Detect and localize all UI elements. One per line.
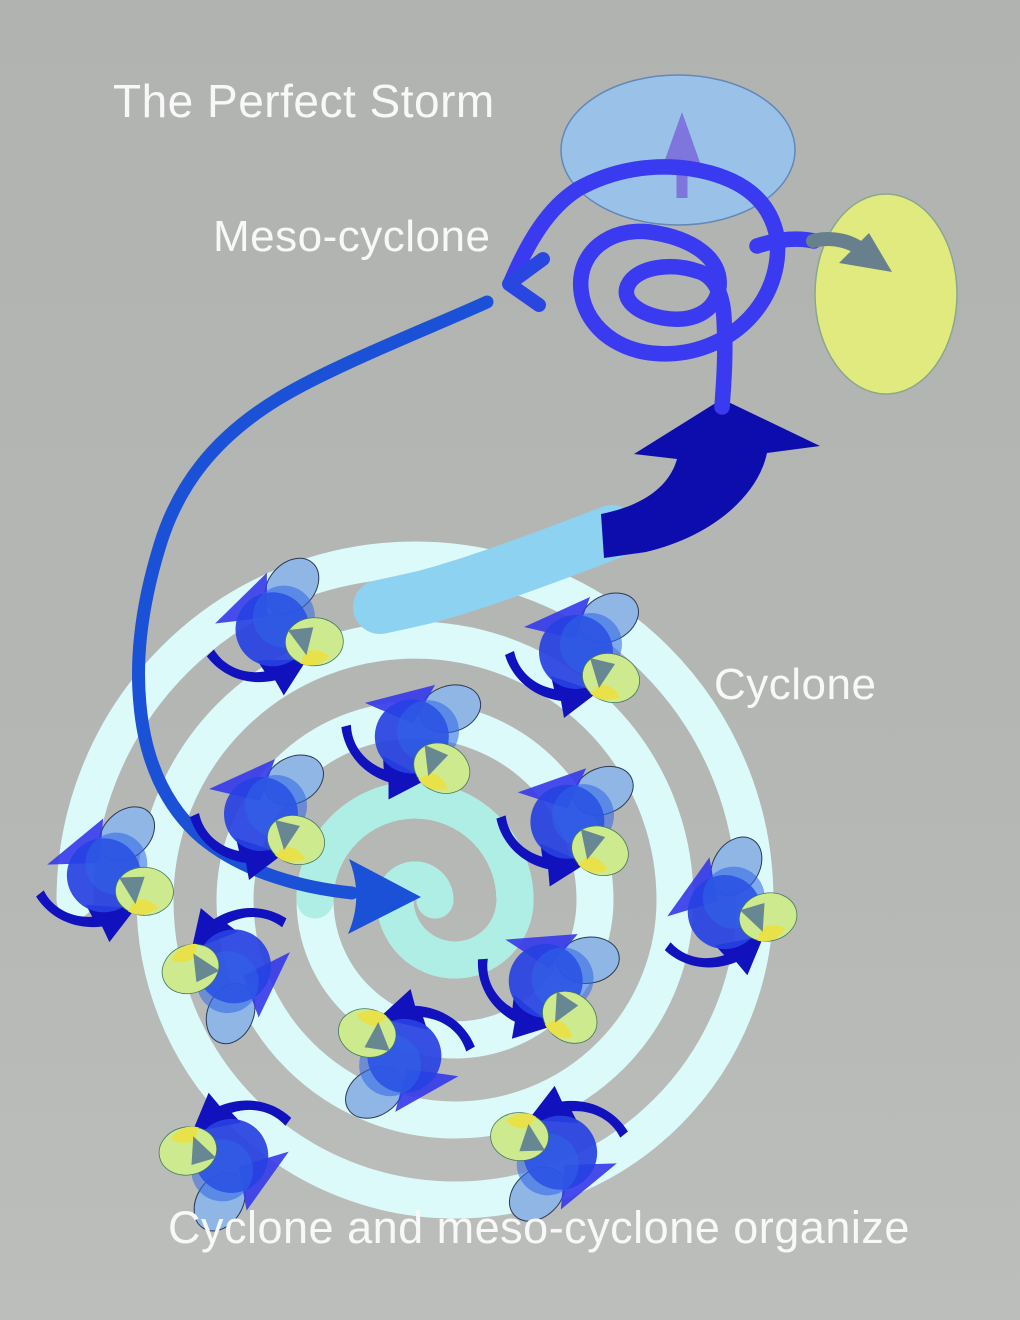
updraft-arrow-icon — [662, 112, 702, 198]
cyclone-spiral — [56, 541, 774, 1219]
loop-branch-to-warm-air — [749, 231, 822, 254]
moist-inflow-band — [353, 505, 639, 634]
cyclone-label: Cyclone — [714, 660, 877, 709]
spiral-core — [296, 781, 534, 979]
caption-label: Cyclone and meso-cyclone organize — [168, 1202, 910, 1253]
meso-cyclone-label: Meso-cyclone — [213, 212, 491, 261]
inflow-arrowhead-icon — [348, 859, 421, 934]
page-title: The Perfect Storm — [113, 75, 495, 127]
warm-dry-air — [806, 193, 958, 395]
downdraft-arrow-icon — [806, 232, 892, 272]
meso-cyclone-arrowhead-icon — [502, 252, 550, 312]
warm-dry-air-ellipse — [814, 193, 958, 395]
main-updraft-arrow-icon — [601, 399, 820, 558]
